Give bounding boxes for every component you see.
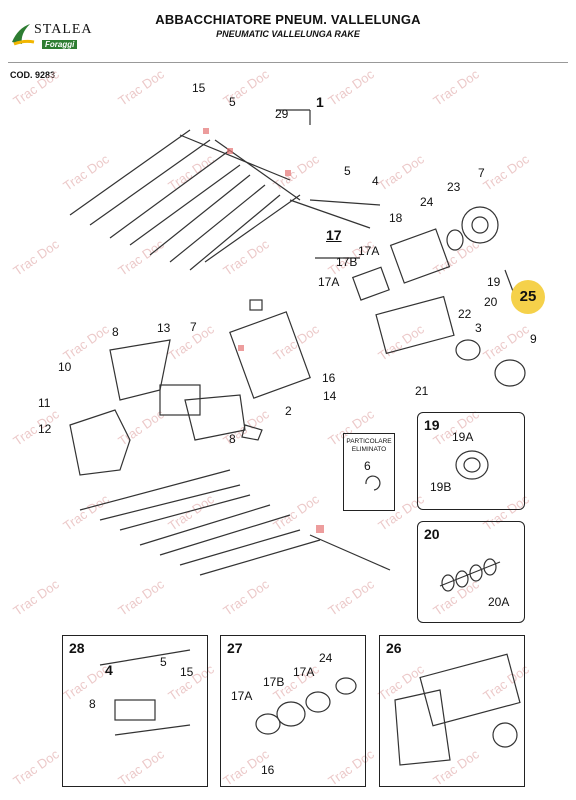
brand-logo: STALEA Foraggi (8, 14, 98, 54)
callout-17b: 17B (336, 255, 358, 269)
circlip-icon (365, 475, 381, 491)
header-rule (8, 62, 568, 63)
upper-rake-bars (69, 129, 381, 271)
callout-1: 1 (316, 94, 324, 110)
callout-17a: 17A (358, 244, 380, 258)
callout-25-badge: 25 (511, 280, 545, 314)
callout-10: 10 (58, 360, 72, 374)
callout-27-17a-b: 17A (293, 665, 315, 679)
callout-19: 19 (487, 275, 501, 289)
callout-22: 22 (458, 307, 472, 321)
callout-4: 4 (372, 174, 379, 188)
callout-5-b: 5 (344, 164, 351, 178)
callout-23: 23 (447, 180, 461, 194)
callout-6: 6 (364, 459, 371, 473)
detail-28-title: 28 (69, 640, 85, 656)
callout-13: 13 (157, 321, 171, 335)
callout-17: 17 (326, 227, 342, 243)
callout-8-b: 8 (229, 432, 236, 446)
brand-name: STALEA (34, 22, 93, 37)
callout-9: 9 (530, 332, 537, 346)
page-subtitle: PNEUMATIC VALLELUNGA RAKE (216, 29, 360, 39)
callout-20a: 20A (488, 595, 510, 609)
callout-29: 29 (275, 107, 289, 121)
detail-20-title: 20 (424, 526, 440, 542)
callout-17a-b: 17A (318, 275, 340, 289)
callout-27-24: 24 (319, 651, 333, 665)
detail-box-19: 19 19A 19B (417, 412, 525, 510)
callout-27-16: 16 (261, 763, 275, 777)
callout-5: 5 (229, 95, 236, 109)
callout-7: 7 (478, 166, 485, 180)
logo-swoosh-icon (12, 24, 35, 46)
callout-28-8: 8 (89, 697, 96, 711)
callout-19a: 19A (452, 430, 474, 444)
eliminated-part-note: PARTICOLARE ELIMINATO (346, 438, 392, 453)
callout-27-17b: 17B (263, 675, 285, 689)
detail-box-28: 28 4 5 15 8 (62, 635, 208, 787)
callout-21: 21 (415, 384, 429, 398)
brand-subname: Foraggi (42, 40, 78, 49)
callout-28-4: 4 (105, 662, 113, 678)
callout-18: 18 (389, 211, 403, 225)
callout-12: 12 (38, 422, 52, 436)
callout-27-17a: 17A (231, 689, 253, 703)
detail-19-title: 19 (424, 417, 440, 433)
part-code: COD. 9283 (10, 70, 56, 80)
callout-3: 3 (475, 321, 482, 335)
callout-28-5: 5 (160, 655, 167, 669)
callout-2: 2 (285, 404, 292, 418)
detail-box-27: 27 17A 17B 17A 24 16 (220, 635, 366, 787)
callout-14: 14 (323, 389, 337, 403)
callout-19b: 19B (430, 480, 452, 494)
page-title: ABBACCHIATORE PNEUM. VALLELUNGA (155, 12, 421, 27)
detail-26-title: 26 (386, 640, 402, 656)
callout-16: 16 (322, 371, 336, 385)
eliminated-part-box: PARTICOLARE ELIMINATO 6 (343, 433, 395, 511)
detail-box-20: 20 20A (417, 521, 525, 623)
callout-24: 24 (420, 195, 434, 209)
callout-8: 8 (112, 325, 119, 339)
callout-28-15: 15 (180, 665, 194, 679)
callout-15: 15 (192, 81, 206, 95)
callout-7-b: 7 (190, 320, 197, 334)
callout-11: 11 (38, 396, 51, 410)
detail-27-title: 27 (227, 640, 243, 656)
detail-box-26: 26 (379, 635, 525, 787)
lower-rake-bars (79, 469, 391, 576)
callout-20: 20 (484, 295, 498, 309)
